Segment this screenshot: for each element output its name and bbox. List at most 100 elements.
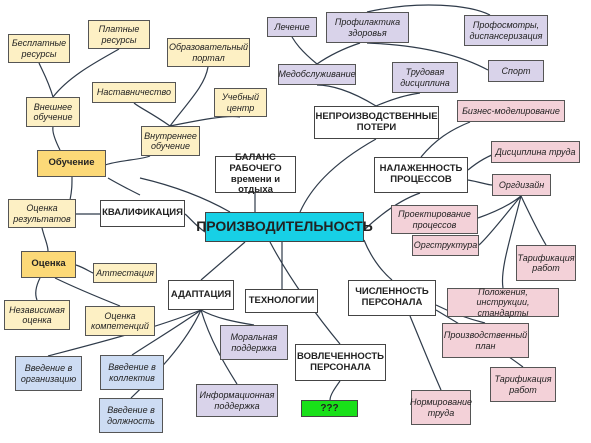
- connector-line: [363, 192, 421, 231]
- info-support-node: Информационная поддержка: [196, 384, 278, 417]
- center-node: ПРОИЗВОДИТЕЛЬНОСТЬ: [196, 212, 373, 242]
- connector-line: [130, 309, 202, 399]
- tariffing-node: Тарификация работ: [516, 245, 576, 281]
- connector-line: [131, 309, 202, 356]
- external-training-label: Внешнее обучение: [33, 101, 73, 122]
- qualification-node: КВАЛИФИКАЦИЯ: [100, 200, 185, 227]
- connector-line: [104, 155, 151, 166]
- connector-line: [52, 126, 61, 151]
- attestation-node: Аттестация: [93, 263, 157, 283]
- nonprod-losses-label: НЕПРОИЗВОДСТВЕННЫЕ ПОТЕРИ: [315, 110, 438, 133]
- connector-line: [316, 42, 361, 65]
- independent-assessment-node: Независимая оценка: [4, 300, 70, 330]
- workload-label: НАЛАЖЕННОСТЬ ПРОЦЕССОВ: [379, 163, 463, 185]
- attestation-label: Аттестация: [96, 267, 154, 278]
- edu-portal-node: Образовательный портал: [167, 38, 250, 67]
- balance-label: БАЛАНС РАБОЧЕГО времени и отдыха: [229, 152, 282, 196]
- treatment-node: Лечение: [267, 17, 317, 37]
- engagement-label: ВОВЛЕЧЕННОСТЬ ПЕРСОНАЛА: [296, 350, 385, 373]
- process-design-label: Проектирование процессов: [398, 209, 471, 230]
- training-hub-node: Обучение: [37, 150, 106, 177]
- connector-line: [478, 195, 522, 246]
- headcount-label: ЧИСЛЕННОСТЬ ПЕРСОНАЛА: [355, 286, 429, 308]
- team-intro-label: Введение в коллектив: [108, 362, 156, 383]
- tariffing-label: Тарификация работ: [517, 252, 575, 273]
- prevention-label: Профилактика здоровья: [334, 17, 401, 38]
- technology-node: ТЕХНОЛОГИИ: [245, 289, 318, 313]
- free-resources-label: Бесплатные ресурсы: [11, 38, 67, 59]
- regulations-label: Положения, инструкции, стандарты: [476, 287, 530, 318]
- edu-portal-label: Образовательный портал: [168, 42, 249, 63]
- connector-line: [299, 138, 377, 213]
- role-intro-node: Введение в должность: [99, 398, 163, 433]
- connector-line: [47, 309, 202, 357]
- unknown-label: ???: [320, 402, 339, 414]
- connector-line: [477, 195, 522, 219]
- connector-line: [200, 241, 246, 281]
- org-design-label: Оргдизайн: [498, 179, 545, 190]
- adaptation-label: АДАПТАЦИЯ: [170, 288, 232, 300]
- business-modeling-label: Бизнес-моделирование: [462, 105, 560, 116]
- assessment-hub-label: Оценка: [31, 258, 66, 270]
- headcount-tariffing-node: Тарификация работ: [490, 367, 556, 402]
- headcount-node: ЧИСЛЕННОСТЬ ПЕРСОНАЛА: [348, 280, 436, 316]
- qualification-label: КВАЛИФИКАЦИЯ: [102, 207, 183, 219]
- connector-line: [200, 309, 238, 385]
- connector-line: [366, 42, 489, 71]
- internal-training-label: Внутреннее обучение: [144, 130, 197, 151]
- connector-line: [291, 36, 318, 65]
- connector-line: [75, 264, 94, 274]
- engagement-node: ВОВЛЕЧЕННОСТЬ ПЕРСОНАЛА: [295, 344, 386, 381]
- competence-assessment-label: Оценка компетенций: [91, 310, 149, 331]
- adaptation-node: АДАПТАЦИЯ: [168, 280, 234, 310]
- prod-plan-node: Производственный план: [442, 323, 529, 358]
- training-hub-label: Обучение: [48, 157, 95, 169]
- mentoring-node: Наставничество: [92, 82, 176, 103]
- labor-discipline-label: Трудовая дисциплина: [400, 67, 450, 88]
- connector-line: [420, 121, 471, 158]
- results-assessment-label: Оценка результатов: [13, 203, 71, 224]
- medical-label: Медобслуживание: [278, 69, 356, 80]
- treatment-label: Лечение: [274, 21, 310, 32]
- connector-line: [520, 195, 547, 246]
- connector-line: [169, 66, 209, 127]
- external-training-node: Внешнее обучение: [26, 97, 80, 127]
- prod-plan-label: Производственный план: [443, 330, 528, 351]
- training-center-node: Учебный центр: [214, 88, 267, 117]
- connector-line: [69, 176, 73, 201]
- internal-training-node: Внутреннее обучение: [141, 126, 200, 156]
- paid-resources-label: Платные ресурсы: [98, 24, 140, 45]
- competence-assessment-node: Оценка компетенций: [85, 306, 155, 336]
- business-modeling-node: Бизнес-моделирование: [457, 100, 565, 122]
- connector-line: [133, 102, 171, 127]
- nonprod-losses-node: НЕПРОИЗВОДСТВЕННЫЕ ПОТЕРИ: [314, 106, 439, 139]
- unknown-node: ???: [301, 400, 358, 417]
- checkups-node: Профосмотры, диспансеризация: [464, 15, 548, 46]
- role-intro-label: Введение в должность: [107, 405, 155, 426]
- connector-line: [41, 227, 49, 252]
- org-structure-label: Оргструктура: [413, 240, 478, 251]
- sport-label: Спорт: [501, 65, 531, 76]
- connector-line: [501, 195, 522, 289]
- sport-node: Спорт: [488, 60, 544, 82]
- discipline-label: Дисциплина труда: [495, 146, 576, 157]
- connector-line: [139, 177, 231, 213]
- balance-node: БАЛАНС РАБОЧЕГО времени и отдыха: [215, 152, 296, 196]
- team-intro-node: Введение в коллектив: [100, 355, 164, 390]
- process-design-node: Проектирование процессов: [391, 205, 478, 234]
- org-intro-label: Введение в организацию: [20, 363, 77, 384]
- labor-discipline-node: Трудовая дисциплина: [392, 62, 458, 93]
- free-resources-node: Бесплатные ресурсы: [8, 34, 70, 63]
- connector-line: [366, 4, 491, 16]
- assessment-hub-node: Оценка: [21, 251, 76, 278]
- discipline-node: Дисциплина труда: [491, 141, 580, 163]
- connector-line: [329, 380, 341, 401]
- independent-assessment-label: Независимая оценка: [9, 304, 65, 325]
- connector-line: [38, 62, 54, 98]
- labor-norms-node: Нормирование труда: [410, 390, 472, 425]
- moral-support-node: Моральная поддержка: [220, 325, 288, 360]
- connector-line: [169, 115, 241, 127]
- medical-node: Медобслуживание: [278, 64, 356, 85]
